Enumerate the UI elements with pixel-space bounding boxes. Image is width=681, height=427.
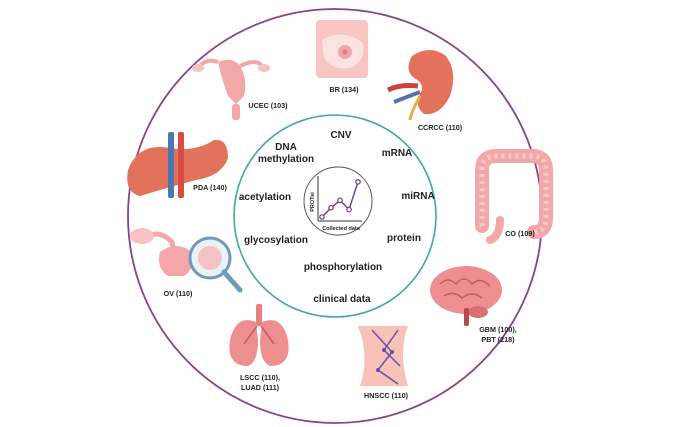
label-luad: LUAD (111) [241,383,280,392]
uterus-icon [192,58,270,120]
label-mirna: miRNA [401,191,434,202]
label-pbt: PBT (218) [481,335,515,344]
label-gbm: GBM (100), [479,325,517,334]
lungs-icon [229,304,289,366]
head-neck-tissue-icon [358,326,408,386]
label-mrna: mRNA [382,148,413,159]
label-ov: OV (110) [164,289,193,298]
plot-points [319,179,361,220]
center-plot: PROTsi Collected data [310,176,362,232]
colon-icon [475,149,553,244]
label-protein: protein [387,233,421,244]
label-cnv: CNV [330,130,351,141]
label-acetylation: acetylation [239,192,291,203]
label-clinical-data: clinical data [313,294,371,305]
kidney-icon [386,50,454,121]
brain-icon [430,266,502,326]
plot-point-1 [328,204,334,211]
ovary-magnifier-icon [130,228,243,293]
label-dna: DNA [275,142,297,153]
label-methylation: methylation [258,154,314,165]
pancreas-icon [127,132,228,198]
label-phosphorylation: phosphorylation [304,262,382,273]
label-pda: PDA (140) [193,183,227,192]
label-ccrcc: CCRCC (110) [418,123,463,132]
plot-point-2 [337,197,343,204]
plot-y-label: PROTsi [310,192,316,212]
label-br: BR (134) [329,85,359,94]
label-co: CO (109) [505,229,535,238]
plot-x-label: Collected data [322,226,361,232]
inner-ring [233,114,437,318]
plot-point-3 [346,206,352,213]
label-lscc: LSCC (110), [240,373,280,382]
label-ucec: UCEC (103) [248,101,288,110]
breast-icon [316,20,368,78]
plot-point-4 [355,179,361,185]
label-hnscc: HNSCC (110) [364,391,409,400]
label-glycosylation: glycosylation [244,235,308,246]
plot-point-0 [319,214,325,220]
